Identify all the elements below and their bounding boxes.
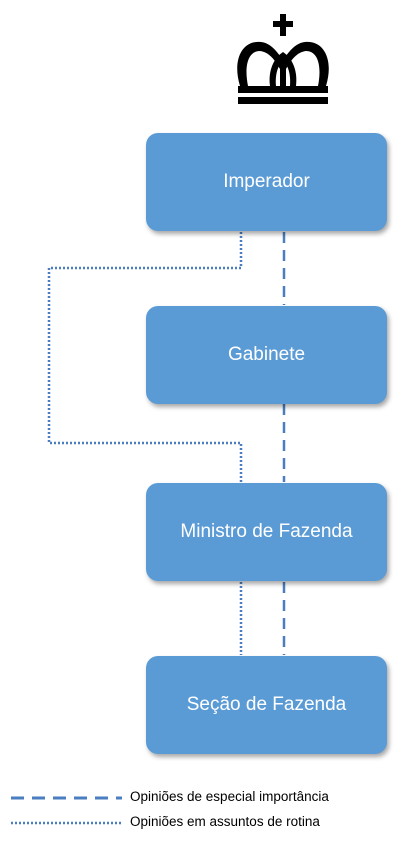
node-gabinete-label: Gabinete <box>227 344 306 365</box>
crown-icon <box>237 14 329 104</box>
dotted-connector-imperador-ministro <box>47 232 243 482</box>
node-secao-label: Seção de Fazenda <box>186 694 347 715</box>
node-secao: Seção de Fazenda <box>146 656 387 754</box>
node-ministro-label: Ministro de Fazenda <box>180 521 353 542</box>
legend-dashed-label: Opiniões de especial importância <box>130 789 329 804</box>
node-ministro: Ministro de Fazenda <box>146 483 387 581</box>
node-imperador-label: Imperador <box>223 171 310 192</box>
node-gabinete: Gabinete <box>146 306 387 404</box>
legend-item-dotted: Opiniões em assuntos de rotina <box>8 813 408 835</box>
node-imperador: Imperador <box>146 133 387 231</box>
legend-dotted-label: Opiniões em assuntos de rotina <box>130 814 320 829</box>
legend-item-dashed: Opiniões de especial importância <box>8 788 408 810</box>
